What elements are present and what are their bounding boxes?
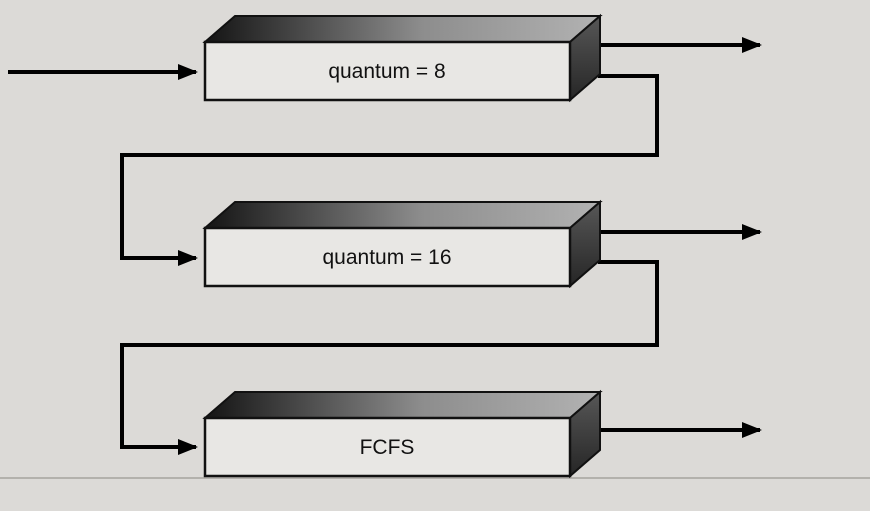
- box-front-face: [203, 40, 572, 102]
- queue-box-quantum-8: quantum = 8: [202, 13, 603, 103]
- queue-box-fcfs: FCFS: [202, 389, 603, 479]
- demotion-arrow-q8-to-q16: [120, 74, 659, 266]
- box-top-face: [202, 391, 603, 419]
- queue-label-quantum-16: quantum = 16: [322, 246, 451, 269]
- box-top-face: [202, 15, 603, 43]
- box-top-face: [202, 201, 603, 229]
- queue-label-quantum-8: quantum = 8: [328, 60, 445, 83]
- box-front-face: [203, 416, 572, 478]
- demotion-arrow-q16-to-fcfs: [120, 260, 659, 455]
- box-front-face: [203, 226, 572, 288]
- queue-label-fcfs: FCFS: [360, 436, 415, 459]
- queue-box-quantum-16: quantum = 16: [202, 199, 603, 289]
